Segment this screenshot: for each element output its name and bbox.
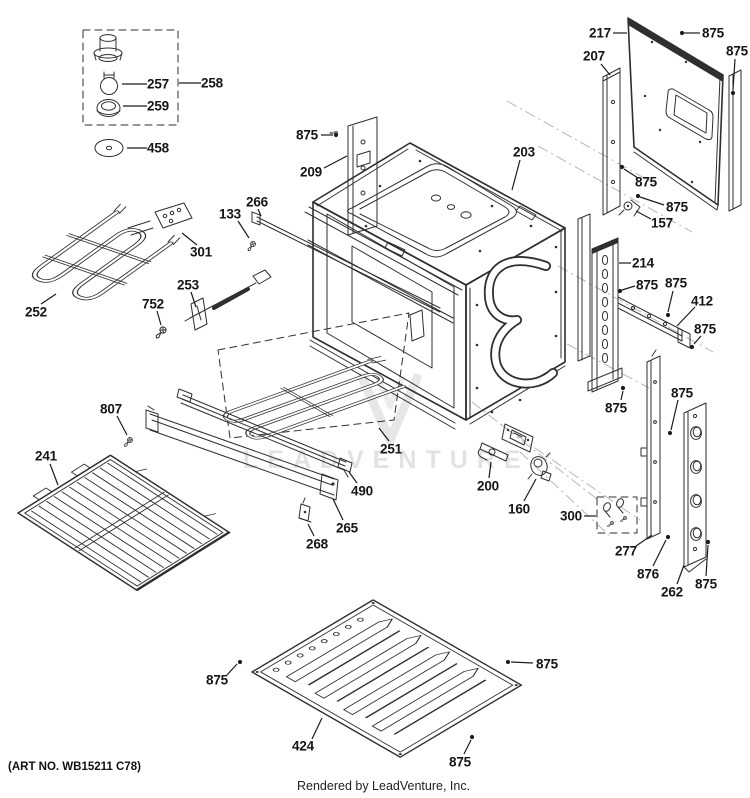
screw-dot-875 <box>237 659 243 665</box>
leader-line-875 <box>670 399 679 431</box>
leader-line-875 <box>705 544 709 577</box>
part-490-trim-rail <box>176 388 353 478</box>
screw-dot-875 <box>619 164 625 170</box>
leader-line-266 <box>257 208 262 217</box>
screw-dot-875 <box>469 734 475 740</box>
leader-line-490 <box>348 471 358 484</box>
leader-line-262 <box>676 564 685 585</box>
leader-line-200 <box>488 461 492 479</box>
part-424-bottom-panel <box>251 599 523 758</box>
leader-line-424 <box>311 717 323 740</box>
leader-line-252 <box>40 293 57 305</box>
leader-line-157 <box>635 210 652 220</box>
part-258-lamp-assembly <box>82 29 179 126</box>
leader-line-203 <box>511 159 521 191</box>
leader-line-875 <box>667 290 674 313</box>
leader-line-875 <box>639 196 665 206</box>
part-252-broil-element <box>32 203 181 301</box>
rendered-by: Rendered by LeadVenture, Inc. <box>297 779 471 793</box>
screw-dot-875 <box>635 193 641 199</box>
leader-line-301 <box>181 232 198 246</box>
part-277-strip <box>640 349 661 540</box>
part-207-door-trim <box>602 67 621 216</box>
leader-line-133 <box>237 220 250 239</box>
lamp-bulb-257 <box>100 71 118 95</box>
screw-dot-875 <box>617 288 623 294</box>
screw-dot-875 <box>620 385 626 391</box>
part-133-screw <box>245 240 257 253</box>
part-301-bracket <box>127 202 193 236</box>
art-number: (ART NO. WB15211 C78) <box>8 761 141 773</box>
screw-dot-875 <box>705 539 711 545</box>
leader-line-265 <box>332 498 344 521</box>
screw-dot-875 <box>689 344 695 350</box>
screw-dot-875 <box>679 30 685 36</box>
leader-line-412 <box>676 306 696 327</box>
part-241-oven-rack <box>17 454 231 591</box>
lamp-socket <box>93 34 123 62</box>
screw-dot-875 <box>665 312 671 318</box>
part-807-screw <box>122 436 134 449</box>
part-268-bracket <box>298 497 312 523</box>
part-752-screw <box>153 325 168 341</box>
rear-edge-strip <box>577 213 591 362</box>
part-160-switch <box>527 452 552 482</box>
leader-line-875 <box>621 285 636 291</box>
leader-line-875 <box>693 335 702 345</box>
leader-line-268 <box>307 523 315 537</box>
leader-line-807 <box>116 415 128 436</box>
part-458-washer <box>94 139 124 157</box>
screw-dot-875 <box>505 659 511 665</box>
lamp-lens-259 <box>96 99 121 117</box>
part-217-door-panel <box>627 17 724 211</box>
leader-lines <box>40 30 736 755</box>
part-203-oven-body <box>304 142 566 430</box>
leader-line-876 <box>652 539 667 567</box>
part-300-clip-kit <box>596 496 638 534</box>
part-251-bake-element-hidden <box>217 312 410 440</box>
part-200-door-latch <box>477 423 534 462</box>
screw-dot-875 <box>333 132 339 138</box>
leader-line-160 <box>523 478 537 502</box>
leader-line-241 <box>49 463 59 486</box>
part-412-brace <box>617 296 691 349</box>
part-157-latch-keeper <box>618 199 641 217</box>
leader-line-209 <box>323 155 348 169</box>
leader-line-875 <box>510 661 534 664</box>
part-253-sensor-probe <box>184 269 272 331</box>
leader-line-752 <box>156 310 162 326</box>
part-265-trim <box>145 405 339 501</box>
leader-line-207 <box>600 63 611 76</box>
part-262-side-panel <box>683 402 707 573</box>
part-214-bracket <box>587 237 623 393</box>
leader-line-875 <box>623 168 639 179</box>
screw-dot-876 <box>665 534 671 540</box>
door-edge-strip <box>728 69 742 212</box>
leader-line-875 <box>620 390 624 401</box>
screw-dot-875 <box>730 90 736 96</box>
part-209-bracket <box>347 116 378 236</box>
leader-line-251 <box>378 427 390 442</box>
leader-line-875 <box>226 663 238 676</box>
screw-dot-875 <box>667 430 673 436</box>
leader-line-253 <box>190 291 197 308</box>
leader-line-277 <box>635 534 653 547</box>
leader-line-875 <box>732 58 736 91</box>
leader-line-875 <box>463 739 472 755</box>
